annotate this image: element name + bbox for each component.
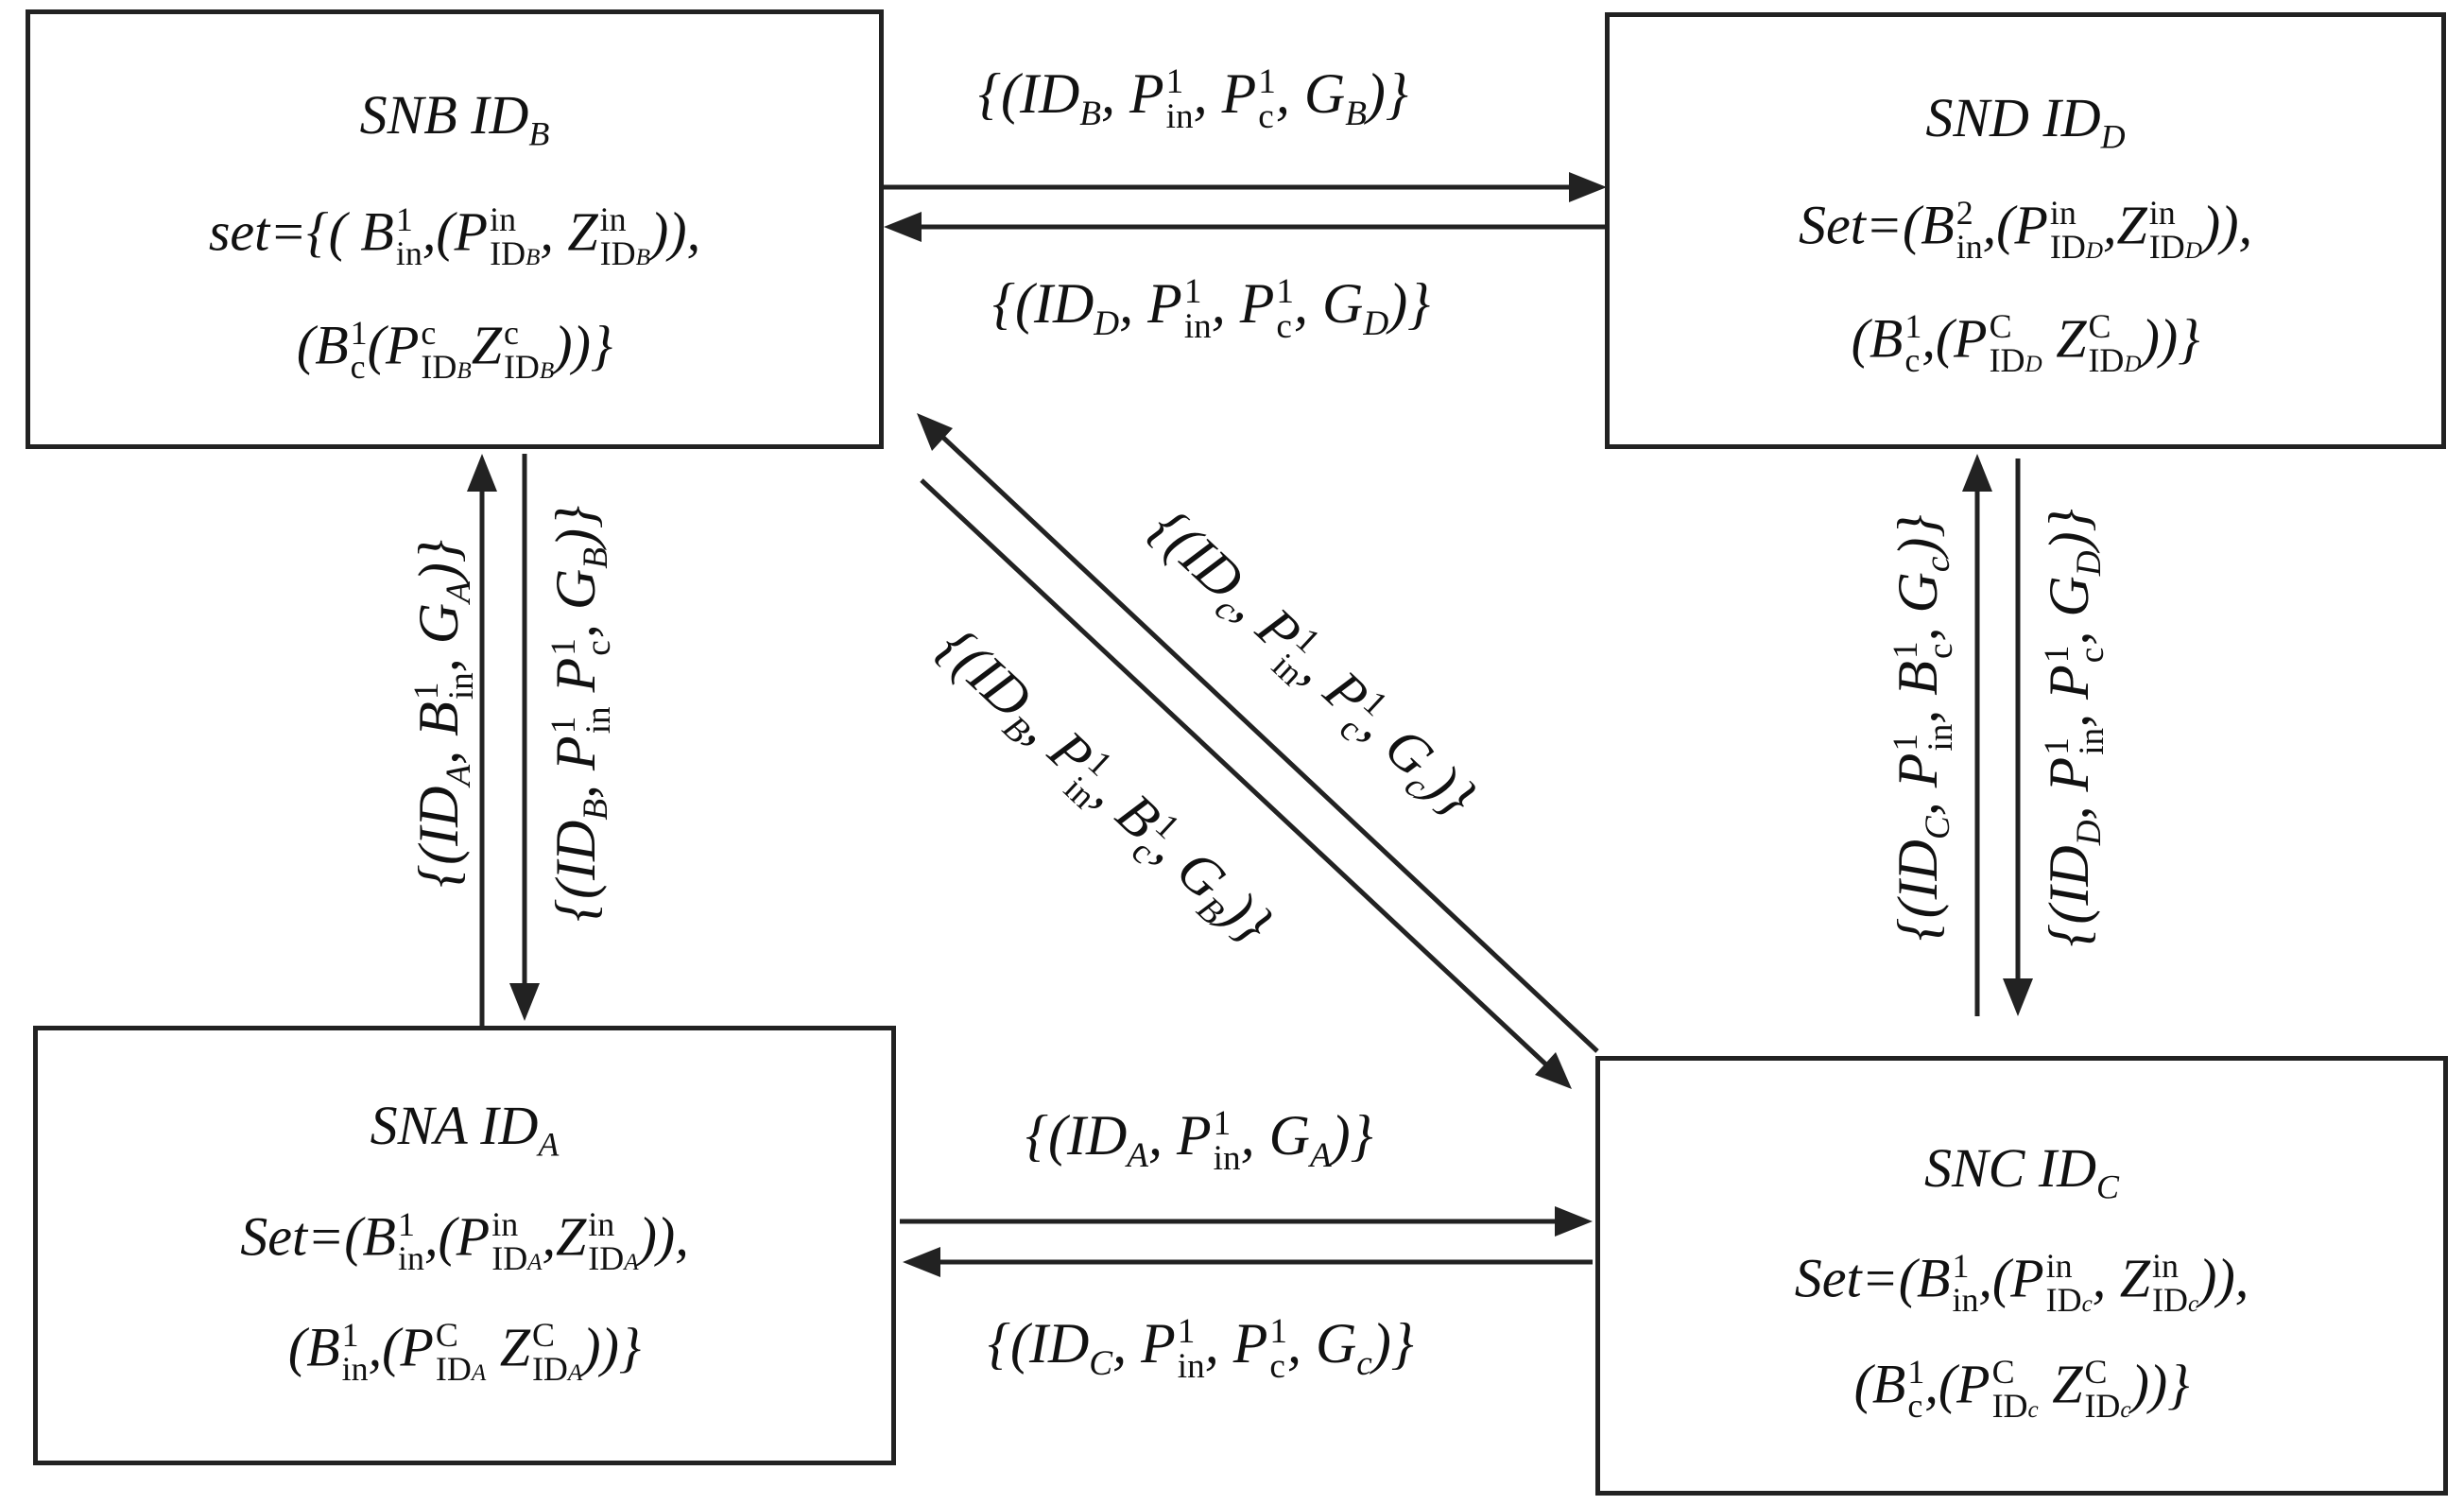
arrowhead-c-to-a [903, 1247, 940, 1277]
snc-title: SNC IDC [1923, 1137, 2120, 1206]
arrow-c-to-b [939, 433, 1599, 1053]
snd-title: SND IDD [1925, 87, 2126, 156]
arrowhead-b-to-d [1569, 172, 1607, 202]
arrowhead-a-to-c [1555, 1206, 1593, 1237]
arrowhead-b-to-a [509, 983, 540, 1021]
arrowhead-c-to-b [917, 413, 953, 451]
sna-title: SNA IDA [370, 1095, 560, 1164]
arrowhead-c-to-d [1962, 454, 1992, 492]
arrowhead-d-to-c [2003, 978, 2033, 1016]
arrowhead-d-to-b [884, 212, 922, 242]
arrow-b-to-c [920, 478, 1552, 1070]
snb-title: SNB IDB [359, 84, 550, 153]
arrowhead-a-to-b [467, 454, 497, 492]
arrowhead-b-to-c [1535, 1052, 1572, 1089]
